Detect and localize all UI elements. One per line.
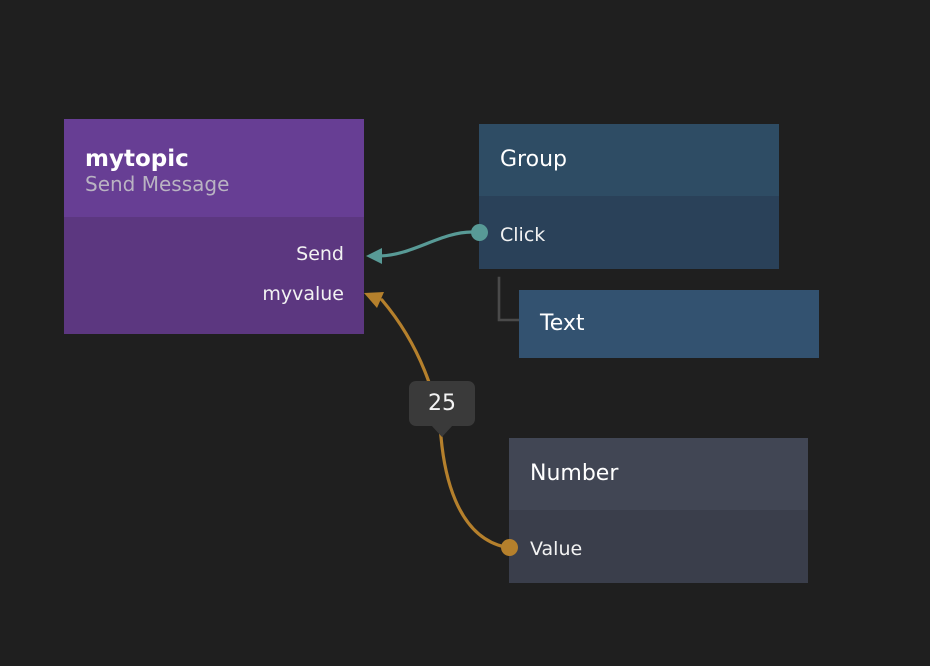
node-mytopic[interactable]: mytopic Send Message Send myvalue: [64, 119, 364, 334]
node-number-body: Value: [509, 510, 808, 583]
arrowhead-myvalue: [364, 292, 384, 308]
node-text[interactable]: Text: [519, 290, 819, 358]
node-number-header[interactable]: Number: [509, 438, 808, 510]
node-text-title: Text: [540, 311, 585, 337]
node-number-title: Number: [530, 461, 619, 487]
node-group-body: Click: [479, 196, 779, 269]
port-value-label[interactable]: Value: [530, 538, 583, 560]
port-click-label[interactable]: Click: [500, 224, 546, 246]
node-mytopic-subtitle: Send Message: [85, 171, 230, 196]
value-badge-tail: [431, 425, 453, 437]
value-badge-25[interactable]: 25: [409, 381, 475, 437]
node-mytopic-body: Send myvalue: [64, 217, 364, 334]
node-text-header[interactable]: Text: [519, 290, 819, 358]
arrowhead-send: [366, 248, 382, 264]
edge-value-to-myvalue[interactable]: [364, 292, 507, 549]
node-group-header[interactable]: Group: [479, 124, 779, 196]
value-badge-text: 25: [428, 391, 456, 416]
node-mytopic-header[interactable]: mytopic Send Message: [64, 119, 364, 217]
edge-click-to-send[interactable]: [366, 230, 474, 264]
port-myvalue-label[interactable]: myvalue: [262, 283, 344, 305]
text-node-parent-bracket: [497, 276, 521, 322]
node-number[interactable]: Number Value: [509, 438, 808, 583]
node-group-title: Group: [500, 147, 567, 173]
port-send-label[interactable]: Send: [296, 243, 344, 265]
port-dot-click[interactable]: [471, 224, 488, 241]
node-group[interactable]: Group Click: [479, 124, 779, 269]
node-mytopic-title: mytopic: [85, 146, 189, 173]
port-dot-value[interactable]: [501, 539, 518, 556]
